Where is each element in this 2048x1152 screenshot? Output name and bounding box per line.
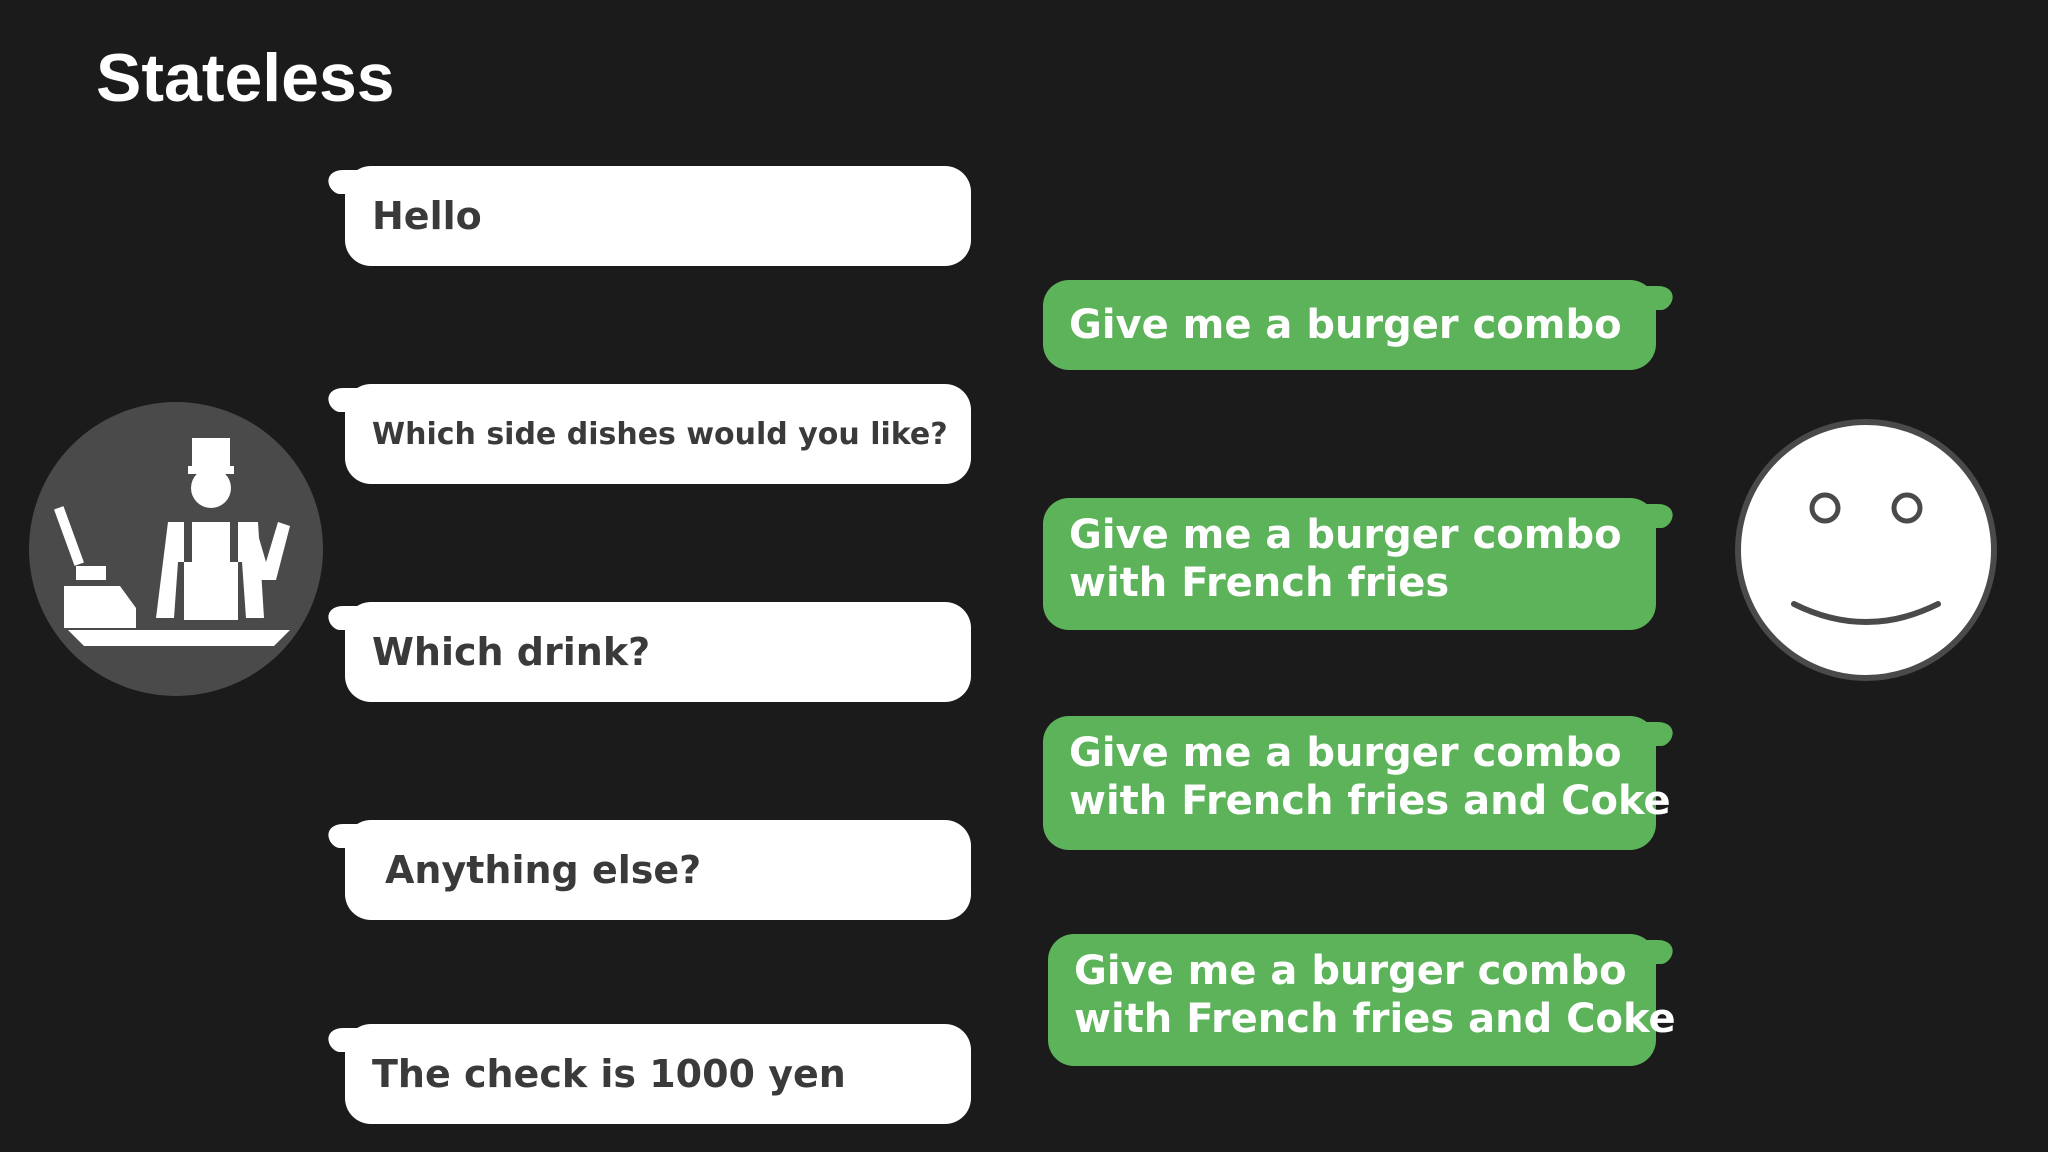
clerk-message-check: The check is 1000 yen xyxy=(323,1024,971,1124)
clerk-message-side-dishes: Which side dishes would you like? xyxy=(323,384,971,484)
bubble-tail xyxy=(323,170,369,194)
customer-message-order-3: Give me a burger combo with French fries… xyxy=(1043,716,1678,850)
customer-message-order-4: Give me a burger combo with French fries… xyxy=(1048,934,1678,1066)
bubble-tail xyxy=(323,1028,369,1052)
customer-message-order-1: Give me a burger combo xyxy=(1043,280,1678,370)
message-text: The check is 1000 yen xyxy=(372,1052,846,1096)
message-line-1: Give me a burger combo xyxy=(1069,302,1622,348)
message-line-2: with French fries and Coke xyxy=(1074,996,1676,1042)
bubble-tail xyxy=(323,824,369,848)
clerk-message-hello: Hello xyxy=(323,166,971,266)
smiley-face-icon xyxy=(1735,419,1997,681)
bubble-tail xyxy=(1634,504,1678,528)
message-text: Which side dishes would you like? xyxy=(372,416,948,452)
store-clerk-icon xyxy=(29,402,323,696)
message-line-1: Give me a burger combo xyxy=(1074,948,1627,994)
bubble-tail xyxy=(323,606,369,630)
slide-title: Stateless xyxy=(96,40,395,116)
message-text: Anything else? xyxy=(385,848,702,892)
message-line-1: Give me a burger combo xyxy=(1069,512,1622,558)
message-line-2: with French fries and Coke xyxy=(1069,778,1671,824)
bubble-tail xyxy=(1634,286,1678,310)
bubble-tail xyxy=(1634,940,1678,964)
message-text: Which drink? xyxy=(372,630,651,674)
bubble-tail xyxy=(1634,722,1678,746)
message-line-1: Give me a burger combo xyxy=(1069,730,1622,776)
clerk-message-drink: Which drink? xyxy=(323,602,971,702)
clerk-message-anything-else: Anything else? xyxy=(323,820,971,920)
bubble-tail xyxy=(323,388,369,412)
customer-message-order-2: Give me a burger combo with French fries xyxy=(1043,498,1678,630)
message-text: Hello xyxy=(372,194,482,238)
message-line-2: with French fries xyxy=(1069,560,1450,606)
